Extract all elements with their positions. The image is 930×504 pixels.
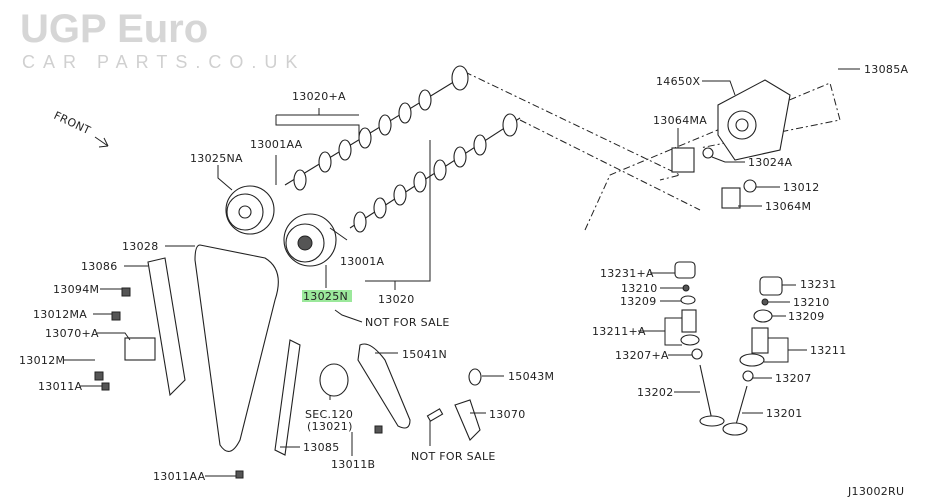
label-13070-a[interactable]: 13070+A <box>45 327 99 340</box>
label-sec-120[interactable]: SEC.120 <box>305 408 353 421</box>
label-13025n[interactable]: 13025N <box>303 290 348 303</box>
dowel-pin <box>426 408 444 422</box>
axis-line <box>519 119 701 211</box>
label-13020[interactable]: 13020 <box>378 293 415 306</box>
selected-part-highlight <box>302 290 352 302</box>
watermark: UGP Euro CAR PARTS.CO.UK <box>20 7 305 72</box>
label-13085a[interactable]: 13085A <box>864 63 908 76</box>
label-13025na[interactable]: 13025NA <box>190 152 243 165</box>
oil-pump-sprocket <box>468 368 482 386</box>
front-indicator: FRONT <box>52 109 109 148</box>
label-13012[interactable]: 13012 <box>783 181 820 194</box>
label-14650x[interactable]: 14650X <box>656 75 700 88</box>
watermark-logo: UGP Euro <box>20 7 208 51</box>
cam-bracket <box>721 187 741 209</box>
axis-line <box>584 82 841 231</box>
label-13024a[interactable]: 13024A <box>748 156 792 169</box>
exhaust-camshaft <box>349 113 521 233</box>
label-not-for-sale-1: NOT FOR SALE <box>365 316 450 329</box>
front-label: FRONT <box>52 109 93 137</box>
label-15043m[interactable]: 15043M <box>508 370 554 383</box>
timing-chain <box>194 244 279 452</box>
label-not-for-sale-2: NOT FOR SALE <box>411 450 496 463</box>
label-13209-exhaust[interactable]: 13209 <box>788 310 825 323</box>
label-13070[interactable]: 13070 <box>489 408 526 421</box>
oil-pump-chain <box>357 343 411 429</box>
label-13020-a[interactable]: 13020+A <box>292 90 346 103</box>
intake-valve-assembly <box>674 261 725 427</box>
crank-sprocket <box>319 363 349 397</box>
label-13011b[interactable]: 13011B <box>331 458 375 471</box>
label-13209-intake[interactable]: 13209 <box>620 295 657 308</box>
leader-lines <box>63 68 860 477</box>
label-13086[interactable]: 13086 <box>81 260 118 273</box>
label-13210-exhaust[interactable]: 13210 <box>793 296 830 309</box>
label-13001a[interactable]: 13001A <box>340 255 384 268</box>
upper-sprocket <box>225 185 275 235</box>
label-13011a[interactable]: 13011A <box>38 380 82 393</box>
label-15041n[interactable]: 15041N <box>402 348 447 361</box>
label-13064ma[interactable]: 13064MA <box>653 114 707 127</box>
label-13202[interactable]: 13202 <box>637 386 674 399</box>
part-labels: 13020+A 13001AA 13025NA 13028 13086 1309… <box>19 63 908 498</box>
label-13231-a[interactable]: 13231+A <box>600 267 654 280</box>
label-13028[interactable]: 13028 <box>122 240 159 253</box>
label-13001aa[interactable]: 13001AA <box>250 138 303 151</box>
label-13211[interactable]: 13211 <box>810 344 847 357</box>
label-13012ma[interactable]: 13012MA <box>33 308 87 321</box>
seal <box>702 147 714 159</box>
intake-camshaft <box>284 65 469 191</box>
label-13085[interactable]: 13085 <box>303 441 340 454</box>
label-13201[interactable]: 13201 <box>766 407 803 420</box>
label-13094m[interactable]: 13094M <box>53 283 99 296</box>
front-arrow-icon <box>94 136 109 148</box>
label-sec-120-ref: (13021) <box>307 420 353 433</box>
vacuum-pump <box>717 79 791 161</box>
tensioner-guide <box>274 339 301 456</box>
label-13210-intake[interactable]: 13210 <box>621 282 658 295</box>
label-13231[interactable]: 13231 <box>800 278 837 291</box>
chain-guide <box>147 257 186 397</box>
watermark-subtitle: CAR PARTS.CO.UK <box>22 52 305 72</box>
axis-line <box>464 71 682 181</box>
diagram-code: J13002RU <box>847 485 904 498</box>
lower-sprocket <box>283 213 337 267</box>
oil-pump-tensioner <box>454 399 481 441</box>
label-13211-a[interactable]: 13211+A <box>592 325 646 338</box>
label-13011aa[interactable]: 13011AA <box>153 470 206 483</box>
label-13207[interactable]: 13207 <box>775 372 812 385</box>
chain-tensioner <box>124 337 156 361</box>
label-13012m[interactable]: 13012M <box>19 354 65 367</box>
cam-plug <box>743 179 757 193</box>
label-13207-a[interactable]: 13207+A <box>615 349 669 362</box>
label-13064m[interactable]: 13064M <box>765 200 811 213</box>
coupling <box>671 147 695 173</box>
exhaust-valve-assembly <box>722 276 783 436</box>
